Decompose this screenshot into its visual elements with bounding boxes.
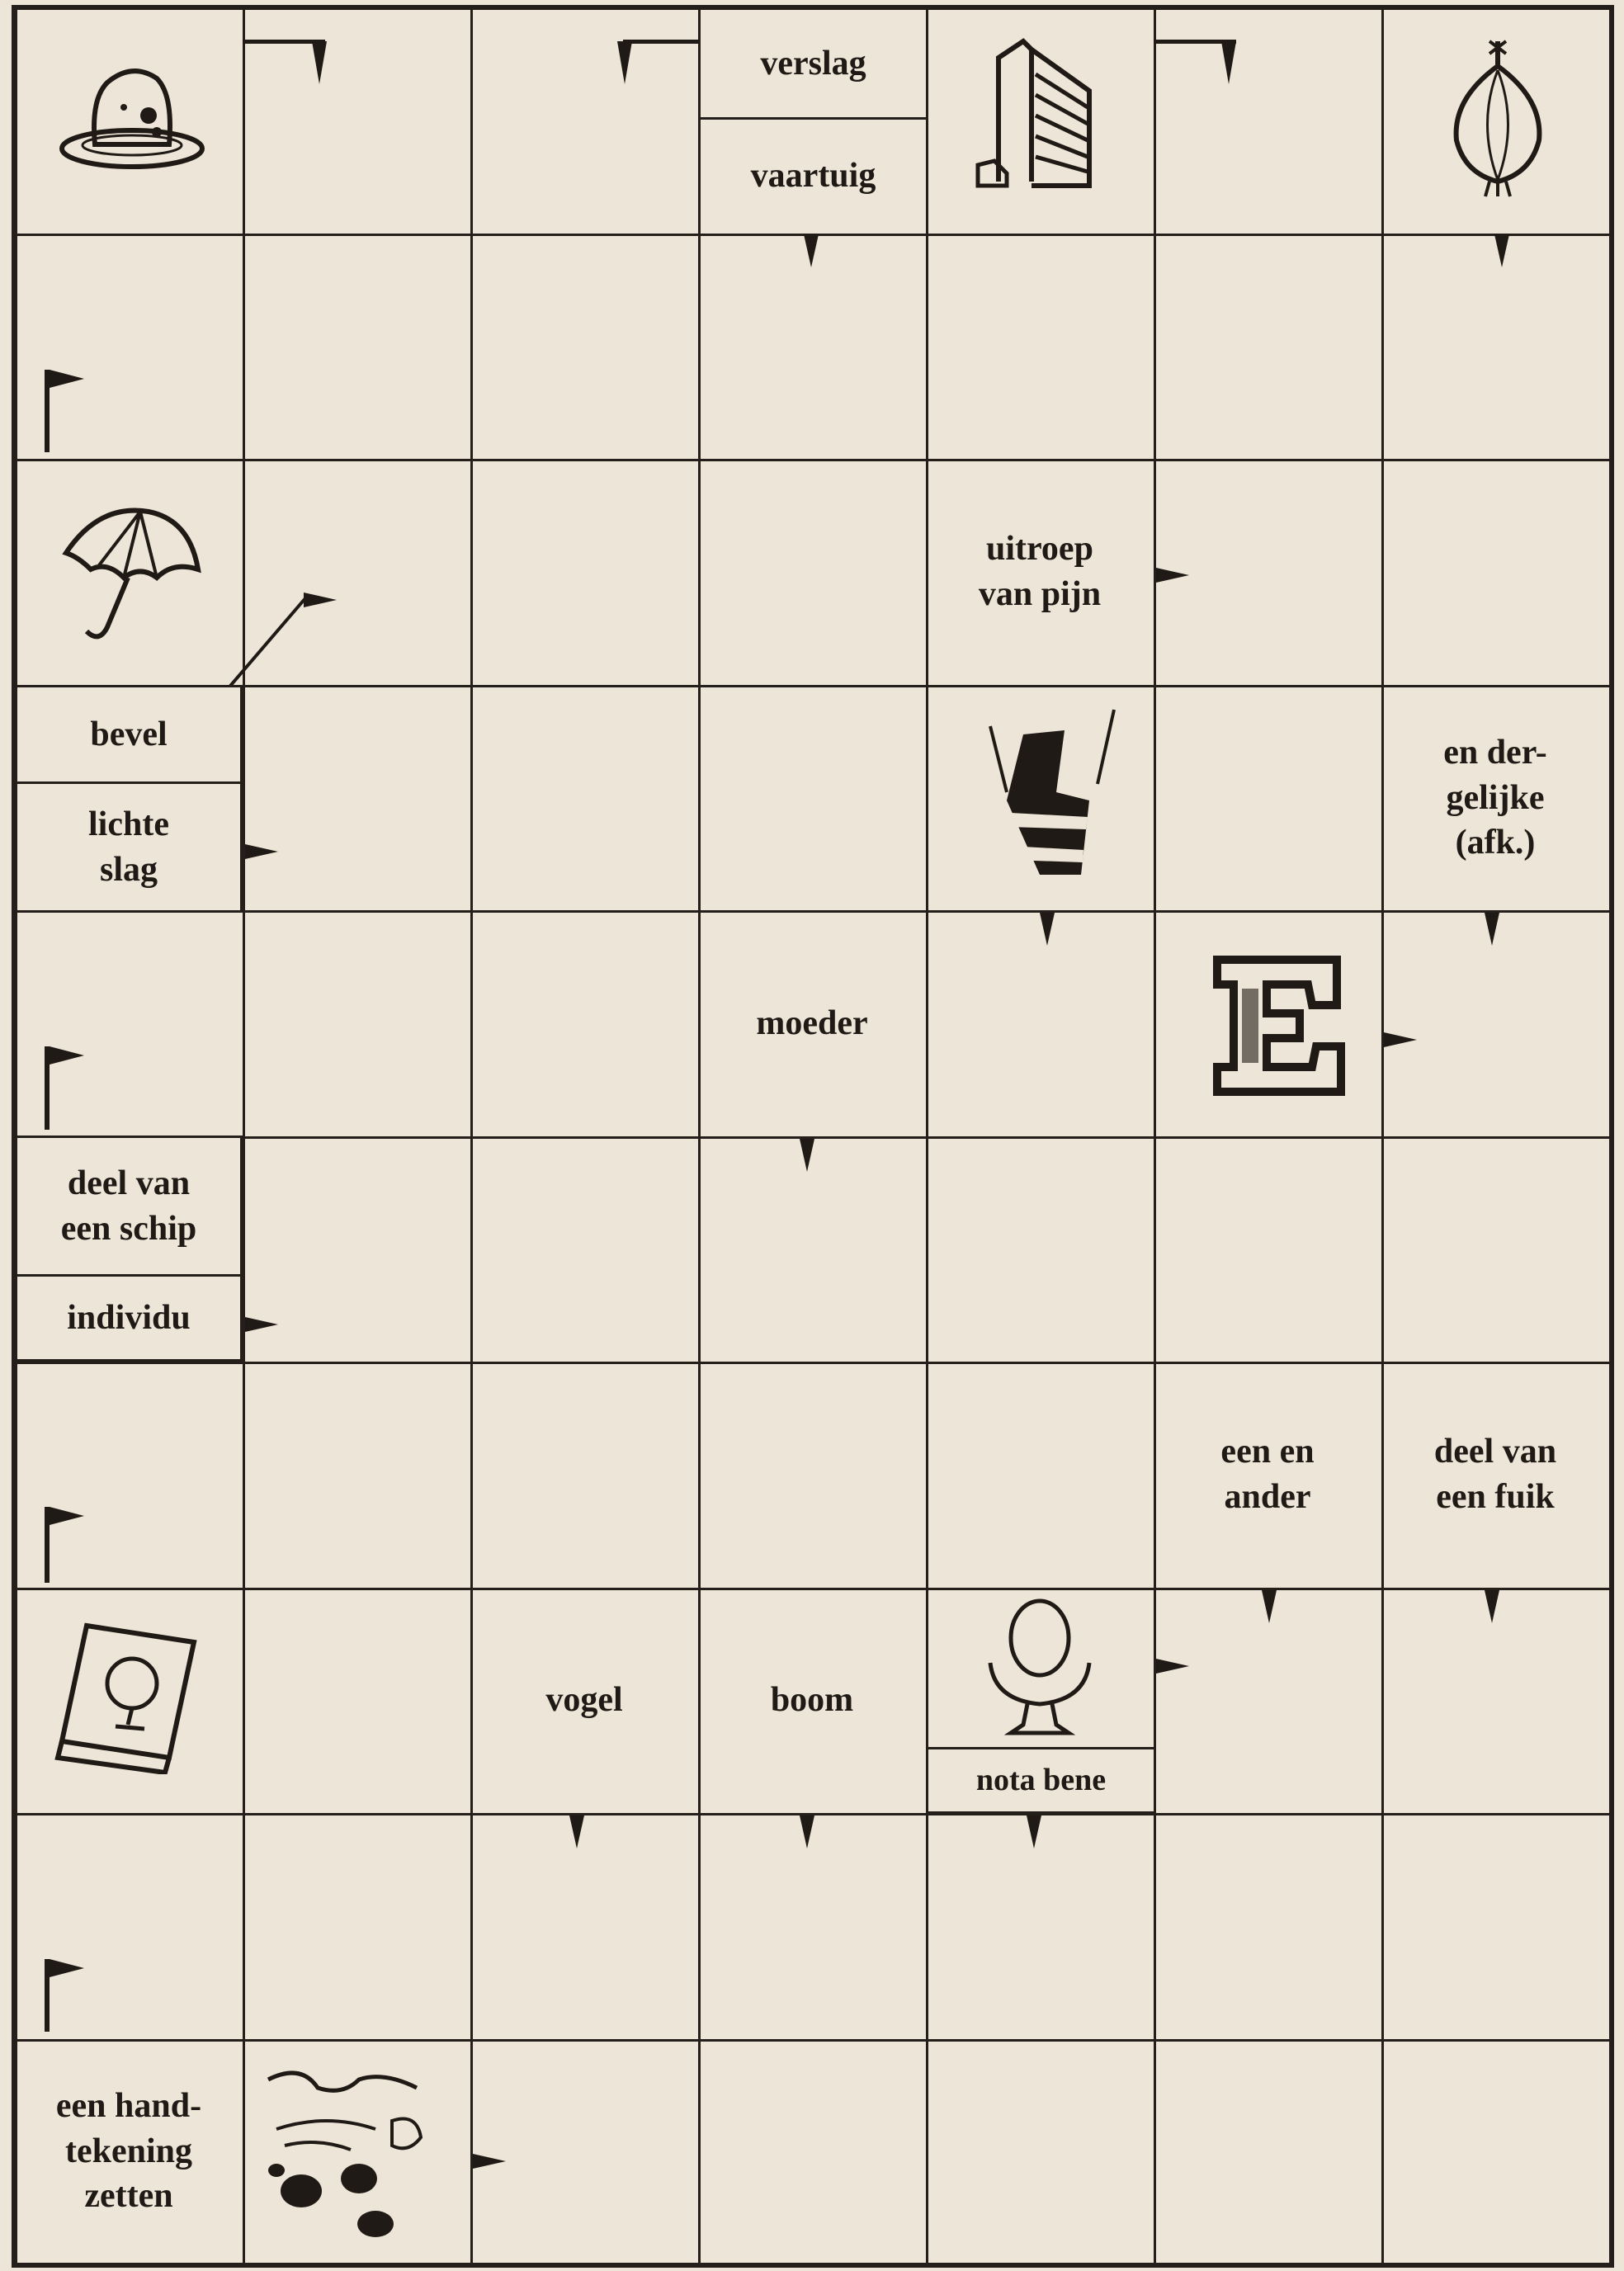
letter-e-icon (1213, 956, 1345, 1096)
arrow-down-icon (1262, 1590, 1277, 1623)
clue-lichte-slag: lichte slag (15, 781, 243, 913)
arrow-down-icon (1494, 234, 1509, 267)
clue-en-dergelijke: en der- gelijke (afk.) (1443, 734, 1547, 862)
clue-moeder: moeder (756, 1003, 868, 1042)
arrow-down-icon (1040, 913, 1055, 946)
flag-arrow-icon (45, 1959, 84, 2032)
hands-and-stones-icon (267, 2070, 423, 2237)
clue-verslag: verslag (698, 7, 928, 120)
arrow-right-icon (304, 593, 337, 607)
grid-frame (12, 5, 1614, 2268)
apartment-building-icon (975, 38, 1092, 188)
cake-on-plate-icon (59, 68, 205, 169)
arrow-down-icon (312, 41, 327, 84)
flag-arrow-icon (45, 370, 84, 452)
clue-handtekening-zetten: een hand- tekening zetten (55, 2087, 202, 2216)
arrow-down-icon (1027, 1815, 1041, 1848)
arrow-line (623, 40, 699, 44)
clue-nota-bene: nota bene (926, 1747, 1156, 1814)
globe-book-icon (54, 1622, 197, 1774)
clue-vaartuig: vaartuig (750, 157, 876, 196)
egg-in-cup-icon (988, 1598, 1092, 1735)
flag-arrow-icon (45, 1507, 84, 1583)
arrow-right-icon (245, 1317, 278, 1332)
arrow-down-icon (1485, 1590, 1499, 1623)
arrow-right-icon (1156, 1659, 1189, 1674)
arrow-down-icon (800, 1815, 814, 1848)
clue-deel-van-een-schip: deel van een schip (15, 1136, 243, 1277)
arrow-down-icon (800, 1139, 814, 1172)
flag-arrow-icon (45, 1046, 84, 1130)
arrow-right-icon (1384, 1032, 1417, 1047)
arrow-line (1154, 40, 1236, 44)
arrow-right-icon (473, 2154, 506, 2169)
clue-deel-van-een-fuik: deel van een fuik (1433, 1433, 1557, 1516)
clue-vogel: vogel (545, 1680, 623, 1719)
onion-icon (1453, 40, 1542, 197)
arrow-down-icon (617, 41, 632, 84)
arrow-down-icon (569, 1815, 584, 1848)
clue-een-en-ander: een en ander (1220, 1433, 1315, 1516)
arrow-down-icon (1485, 913, 1499, 946)
arrow-line (243, 40, 325, 44)
arrow-down-icon (804, 234, 819, 267)
clue-bevel: bevel (15, 685, 243, 784)
arrow-right-icon (245, 844, 278, 859)
arrow-down-icon (1221, 41, 1236, 84)
arrow-right-icon (1156, 568, 1189, 583)
striped-dress-icon (989, 709, 1116, 875)
umbrella-icon (62, 508, 201, 640)
clue-uitroep-van-pijn: uitroep van pijn (978, 530, 1102, 613)
clue-boom: boom (770, 1680, 854, 1719)
clue-individu: individu (15, 1274, 243, 1362)
